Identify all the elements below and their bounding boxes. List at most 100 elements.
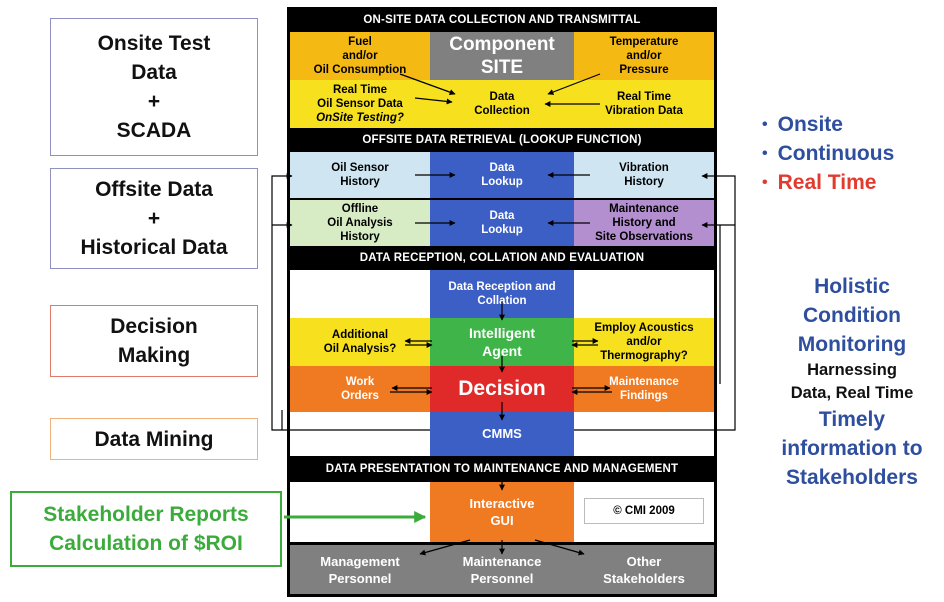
oil-sensor-history-cell: Oil Sensor History <box>290 152 430 198</box>
cell-line: GUI <box>490 513 514 528</box>
cell-line: Data <box>489 210 515 222</box>
bullet-dot-icon: • <box>762 115 768 133</box>
fuel-oil-consumption-cell: Fuel and/or Oil Consumption <box>290 32 430 80</box>
cell-line: Orders <box>341 390 379 402</box>
additional-oil-analysis-cell: Additional Oil Analysis? <box>290 318 430 366</box>
blank-cell <box>290 270 430 318</box>
side-text-line: Stakeholders <box>786 466 918 489</box>
cell-line: Interactive <box>469 496 535 511</box>
box-line: Decision <box>110 315 198 338</box>
cell-line: Additional <box>331 329 389 341</box>
interactive-gui-cell: Interactive GUI <box>430 482 574 542</box>
cell-line: Data <box>489 162 515 174</box>
box-line: Stakeholder Reports <box>43 503 249 526</box>
cell-line: Fuel <box>348 36 372 48</box>
cell-line: Collation <box>477 295 527 307</box>
cell-line: Collection <box>474 105 530 117</box>
management-personnel-cell: Management Personnel <box>290 545 430 594</box>
cell-line: Work <box>345 376 375 388</box>
cell-line: OnSite Testing? <box>316 112 404 124</box>
side-text-line: Condition <box>803 304 901 327</box>
side-text-line: Monitoring <box>797 333 907 356</box>
box-line: + <box>147 207 161 230</box>
cell-line: Real Time <box>332 84 388 96</box>
cell-line: Findings <box>620 390 668 402</box>
copyright-label: © CMI 2009 <box>584 498 704 524</box>
cell-line: Management <box>320 553 400 569</box>
cell-line: Temperature <box>609 36 679 48</box>
cell-line: SITE <box>480 57 524 78</box>
cell-line: Personnel <box>470 570 534 586</box>
cell-line: Oil Sensor Data <box>317 98 403 110</box>
side-text-line: Data, Real Time <box>790 384 914 402</box>
cell-line: and/or <box>342 50 378 62</box>
holistic-monitoring-text: Holistic Condition Monitoring Harnessing… <box>762 272 942 492</box>
cell-line: Oil Consumption <box>313 64 407 76</box>
cell-line: Oil Sensor <box>331 162 389 174</box>
box-line: Data Mining <box>94 427 214 451</box>
cell-line: © CMI 2009 <box>613 505 675 517</box>
cell-line: Real Time <box>616 91 672 103</box>
attribute-bullet-list: • Onsite • Continuous • Real Time <box>762 110 942 197</box>
cell-line: Thermography? <box>600 350 688 362</box>
section-header-offsite: OFFSITE DATA RETRIEVAL (LOOKUP FUNCTION) <box>287 130 717 150</box>
side-text-line: Timely <box>818 408 886 431</box>
cell-line: Pressure <box>619 64 669 76</box>
cell-line: Data Reception and <box>448 281 556 293</box>
box-line: Historical Data <box>80 236 228 259</box>
cell-line: Maintenance <box>462 553 542 569</box>
bullet-item-onsite: • Onsite <box>762 110 942 139</box>
cell-line: History and <box>612 217 676 229</box>
cell-line: Agent <box>482 343 522 359</box>
box-line: Calculation of $ROI <box>49 532 243 555</box>
vibration-history-cell: Vibration History <box>574 152 714 198</box>
cell-line: Oil Analysis <box>327 217 393 229</box>
maintenance-history-cell: Maintenance History and Site Observation… <box>574 200 714 246</box>
section-header-presentation: DATA PRESENTATION TO MAINTENANCE AND MAN… <box>287 458 717 480</box>
bullet-text: Continuous <box>777 141 895 165</box>
cell-line: Lookup <box>481 176 523 188</box>
blank-cell <box>290 412 430 456</box>
box-line: + <box>147 90 161 113</box>
onsite-test-data-box: Onsite Test Data + SCADA <box>50 18 258 156</box>
bullet-item-realtime: • Real Time <box>762 168 942 197</box>
cell-line: Vibration <box>619 162 669 174</box>
cell-line: Other <box>626 553 662 569</box>
offline-oil-analysis-cell: Offline Oil Analysis History <box>290 200 430 246</box>
bullet-dot-icon: • <box>762 173 768 191</box>
cell-line: Decision <box>458 377 546 400</box>
cell-line: Maintenance <box>609 376 679 388</box>
work-orders-cell: Work Orders <box>290 366 430 412</box>
stakeholder-reports-box: Stakeholder Reports Calculation of $ROI <box>10 491 282 567</box>
cell-line: and/or <box>626 336 662 348</box>
side-text-line: Harnessing <box>807 361 897 379</box>
cell-line: Component <box>449 34 555 55</box>
cell-line: Oil Analysis? <box>323 343 397 355</box>
section-header-reception: DATA RECEPTION, COLLATION AND EVALUATION <box>287 248 717 268</box>
bullet-text: Onsite <box>777 112 843 136</box>
cell-line: Offline <box>341 203 379 215</box>
other-stakeholders-cell: Other Stakeholders <box>574 545 714 594</box>
bullet-text: Real Time <box>777 170 877 194</box>
temperature-pressure-cell: Temperature and/or Pressure <box>574 32 714 80</box>
box-line: Making <box>117 344 191 367</box>
cell-line: History <box>340 176 380 188</box>
blank-cell <box>290 482 430 542</box>
component-site-cell: Component SITE <box>430 32 574 80</box>
oil-sensor-realtime-cell: Real Time Oil Sensor Data OnSite Testing… <box>290 80 430 128</box>
cell-line: CMMS <box>482 426 522 441</box>
cell-line: History <box>340 231 380 243</box>
cell-line: Employ Acoustics <box>594 322 694 334</box>
side-text-line: Holistic <box>814 275 890 298</box>
cell-line: Intelligent <box>468 325 536 341</box>
box-line: Offsite Data <box>95 178 213 201</box>
cell-line: Personnel <box>328 570 392 586</box>
decision-making-box: Decision Making <box>50 305 258 377</box>
blank-cell <box>574 270 714 318</box>
box-line: SCADA <box>116 119 192 142</box>
cell-line: Lookup <box>481 224 523 236</box>
blank-cell <box>574 412 714 456</box>
cell-line: Maintenance <box>609 203 679 215</box>
offsite-data-box: Offsite Data + Historical Data <box>50 168 258 269</box>
